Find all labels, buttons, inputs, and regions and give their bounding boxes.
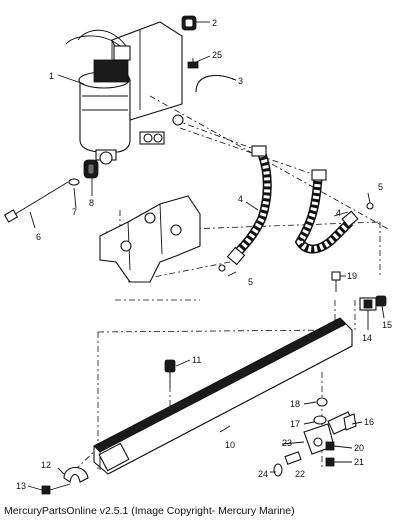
callout-6: 6 <box>36 232 41 242</box>
assembly-hardware <box>99 114 184 165</box>
callout-4-right: 4 <box>336 208 341 218</box>
part-7-washer <box>68 178 80 186</box>
callout-1: 1 <box>49 71 54 81</box>
part-12-clamp <box>63 466 89 483</box>
callout-22: 22 <box>295 469 305 479</box>
callout-18: 18 <box>290 399 300 409</box>
callout-23: 23 <box>282 438 292 448</box>
part-24-oring <box>273 463 283 477</box>
mounting-bracket <box>99 195 201 283</box>
part-11-bolt <box>164 359 176 388</box>
part-15-plug <box>375 295 387 307</box>
part-25-fitting <box>187 58 199 69</box>
callout-21: 21 <box>354 457 364 467</box>
part-20-nut <box>325 441 335 451</box>
callout-14: 14 <box>362 333 372 343</box>
callout-25: 25 <box>212 50 222 60</box>
callout-24: 24 <box>258 469 268 479</box>
callout-16: 16 <box>364 417 374 427</box>
callout-4-left: 4 <box>238 194 243 204</box>
leader-lines <box>27 21 385 491</box>
callout-12: 12 <box>41 460 51 470</box>
part-19-screw <box>331 271 341 292</box>
callout-17: 17 <box>290 419 300 429</box>
part-21-nut <box>325 457 335 467</box>
callout-20: 20 <box>354 443 364 453</box>
part-18-plug <box>316 397 328 407</box>
callout-19: 19 <box>347 271 357 281</box>
part-16-valve <box>327 411 357 435</box>
callout-13: 13 <box>16 481 26 491</box>
part-4-hose-right <box>294 169 359 254</box>
callout-3: 3 <box>238 76 243 86</box>
callout-15: 15 <box>382 320 392 330</box>
part-13-screw <box>41 483 71 495</box>
image-caption: MercuryPartsOnline v2.5.1 (Image Copyrig… <box>4 505 295 517</box>
callout-5-right: 5 <box>378 182 383 192</box>
part-14-fitting <box>359 297 377 311</box>
callout-numbers: 1 2 25 3 4 4 5 5 6 7 8 10 11 12 13 14 15… <box>16 18 392 491</box>
callout-10: 10 <box>225 440 235 450</box>
part-8-grommet <box>83 159 99 179</box>
callout-8: 8 <box>89 198 94 208</box>
part-3-hose <box>195 75 237 93</box>
callout-11: 11 <box>192 355 201 365</box>
part-6-bolt <box>3 181 69 223</box>
part-10-cooler <box>93 317 353 475</box>
part-2-plug <box>181 15 197 31</box>
part-22-fitting <box>284 451 302 465</box>
callout-2: 2 <box>212 18 217 28</box>
part-17-oring <box>313 415 327 425</box>
part-4-hose-left <box>226 145 272 266</box>
reservoir-assembly <box>65 21 183 161</box>
callout-5-left: 5 <box>248 277 253 287</box>
callout-7: 7 <box>72 207 77 217</box>
